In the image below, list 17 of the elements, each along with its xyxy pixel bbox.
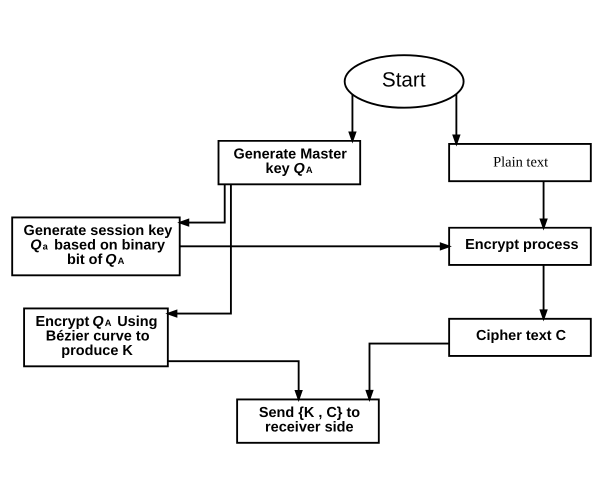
- node-box: Encrypt process: [448, 226, 592, 266]
- node-box: Cipher text C: [448, 317, 592, 356]
- node-box: Plain text: [448, 142, 592, 182]
- node-ellipse: Start: [344, 54, 465, 108]
- arrow: [452, 94, 461, 146]
- arrow: [180, 242, 452, 250]
- node-box: Encrypt QA Using Bézier curve to produce K: [23, 307, 169, 367]
- arrow: [168, 360, 303, 402]
- node-box: Send {K , C} to receiver side: [236, 398, 380, 444]
- arrow: [348, 94, 357, 144]
- arrow: [365, 342, 449, 402]
- node-box: Generate session key Qa based on binary bit of QA: [11, 216, 181, 276]
- node-box: Generate Master key QA: [218, 139, 362, 185]
- arrow: [539, 181, 548, 230]
- arrow: [165, 184, 232, 318]
- arrow: [539, 264, 548, 321]
- arrow: [177, 184, 226, 226]
